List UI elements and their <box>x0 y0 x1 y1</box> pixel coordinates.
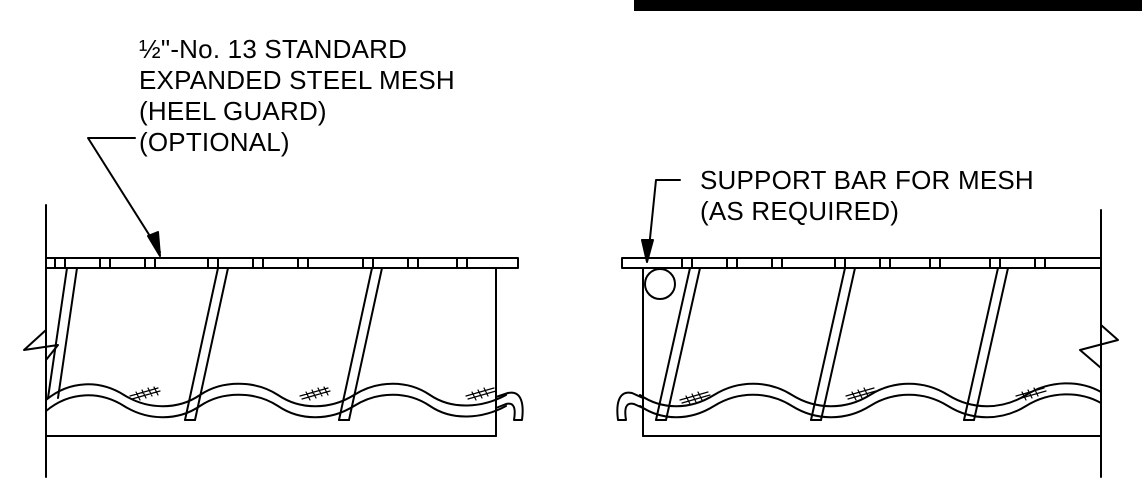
right-grating-bar <box>622 258 1101 268</box>
left-break-symbol <box>24 330 58 360</box>
support-leader-line <box>648 180 680 258</box>
support-callout-line-2: (AS REQUIRED) <box>700 196 900 226</box>
left-diagonal-bars <box>48 268 382 420</box>
right-diagonal-bars <box>656 268 1008 420</box>
left-sheet-hook <box>496 393 523 420</box>
support-bar-circle <box>645 269 675 299</box>
mesh-leader-arrowhead <box>148 232 160 256</box>
mesh-fraction: ½ <box>139 34 161 64</box>
mesh-callout-line-3: (HEEL GUARD) <box>139 96 327 126</box>
right-grating-slots <box>682 258 1045 268</box>
mesh-callout-line-4: (OPTIONAL) <box>139 127 290 157</box>
support-bar-callout: SUPPORT BAR FOR MESH (AS REQUIRED) <box>700 165 1034 227</box>
mesh-callout-line-2: EXPANDED STEEL MESH <box>139 65 455 95</box>
right-corrugated-sheet-bottom <box>640 394 1101 417</box>
right-sheet-hook <box>617 393 643 420</box>
right-corrugated-sheet-top <box>640 383 1101 406</box>
right-detail <box>617 180 1118 477</box>
title-block-bar <box>634 0 1142 11</box>
left-grating-bar <box>46 258 518 268</box>
right-break-symbol <box>1080 325 1118 368</box>
mesh-leader-line <box>88 138 160 252</box>
left-grating-slots <box>55 258 467 268</box>
support-callout-line-1: SUPPORT BAR FOR MESH <box>700 165 1034 195</box>
mesh-spec-text: "-No. 13 STANDARD <box>160 34 408 64</box>
left-hatch-marks <box>130 387 496 400</box>
right-hatch-marks <box>680 388 1046 404</box>
support-leader-arrowhead <box>642 240 653 262</box>
left-corrugated-sheet-top <box>46 384 506 407</box>
mesh-callout: ½"-No. 13 STANDARD EXPANDED STEEL MESH (… <box>139 34 455 158</box>
left-detail <box>24 138 523 477</box>
mesh-callout-line-1: ½"-No. 13 STANDARD <box>139 34 455 65</box>
left-corrugated-sheet-bottom <box>46 395 506 418</box>
